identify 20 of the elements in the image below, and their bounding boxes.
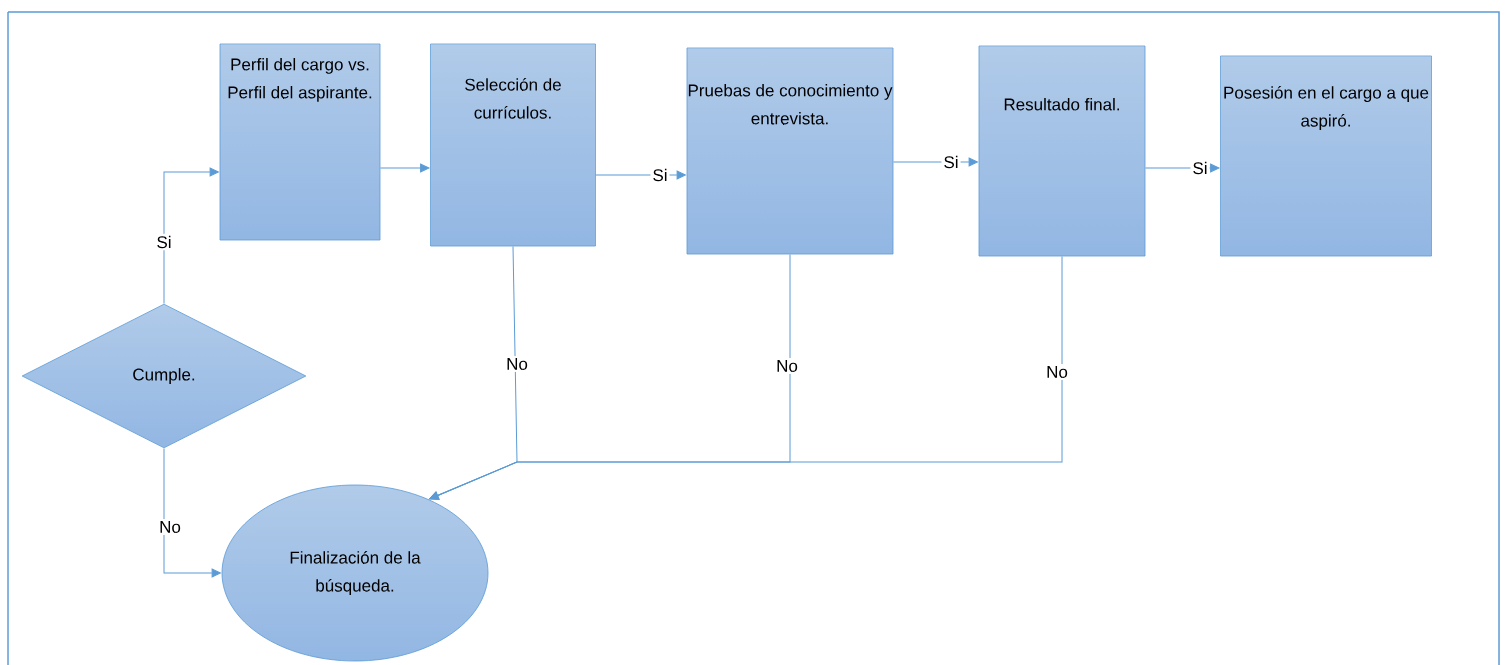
- process-box: Pruebas de conocimiento y entrevista.: [686, 47, 894, 255]
- process-box: Resultado final.: [978, 45, 1146, 257]
- process-box: Posesión en el cargo a que aspiró.: [1220, 55, 1432, 257]
- edge-label: Si: [650, 166, 670, 184]
- edge-label: Si: [154, 233, 174, 251]
- edge-label: Si: [941, 153, 961, 171]
- arrow: [163, 167, 219, 305]
- arrow: [595, 170, 686, 180]
- edge-label: No: [1044, 364, 1070, 380]
- edge-label: No: [157, 519, 183, 535]
- edge-label: No: [774, 358, 800, 374]
- arrow: [1144, 163, 1220, 173]
- arrow: [379, 163, 430, 173]
- process-box: Perfil del cargo vs. Perfil del aspirante.: [219, 43, 381, 241]
- arrow: [163, 447, 221, 578]
- arrow: [429, 255, 1063, 500]
- edge-label: Si: [1190, 159, 1210, 177]
- arrow: [892, 157, 978, 167]
- process-box: Selección de currículos.: [430, 43, 596, 247]
- edge-label: No: [504, 356, 530, 372]
